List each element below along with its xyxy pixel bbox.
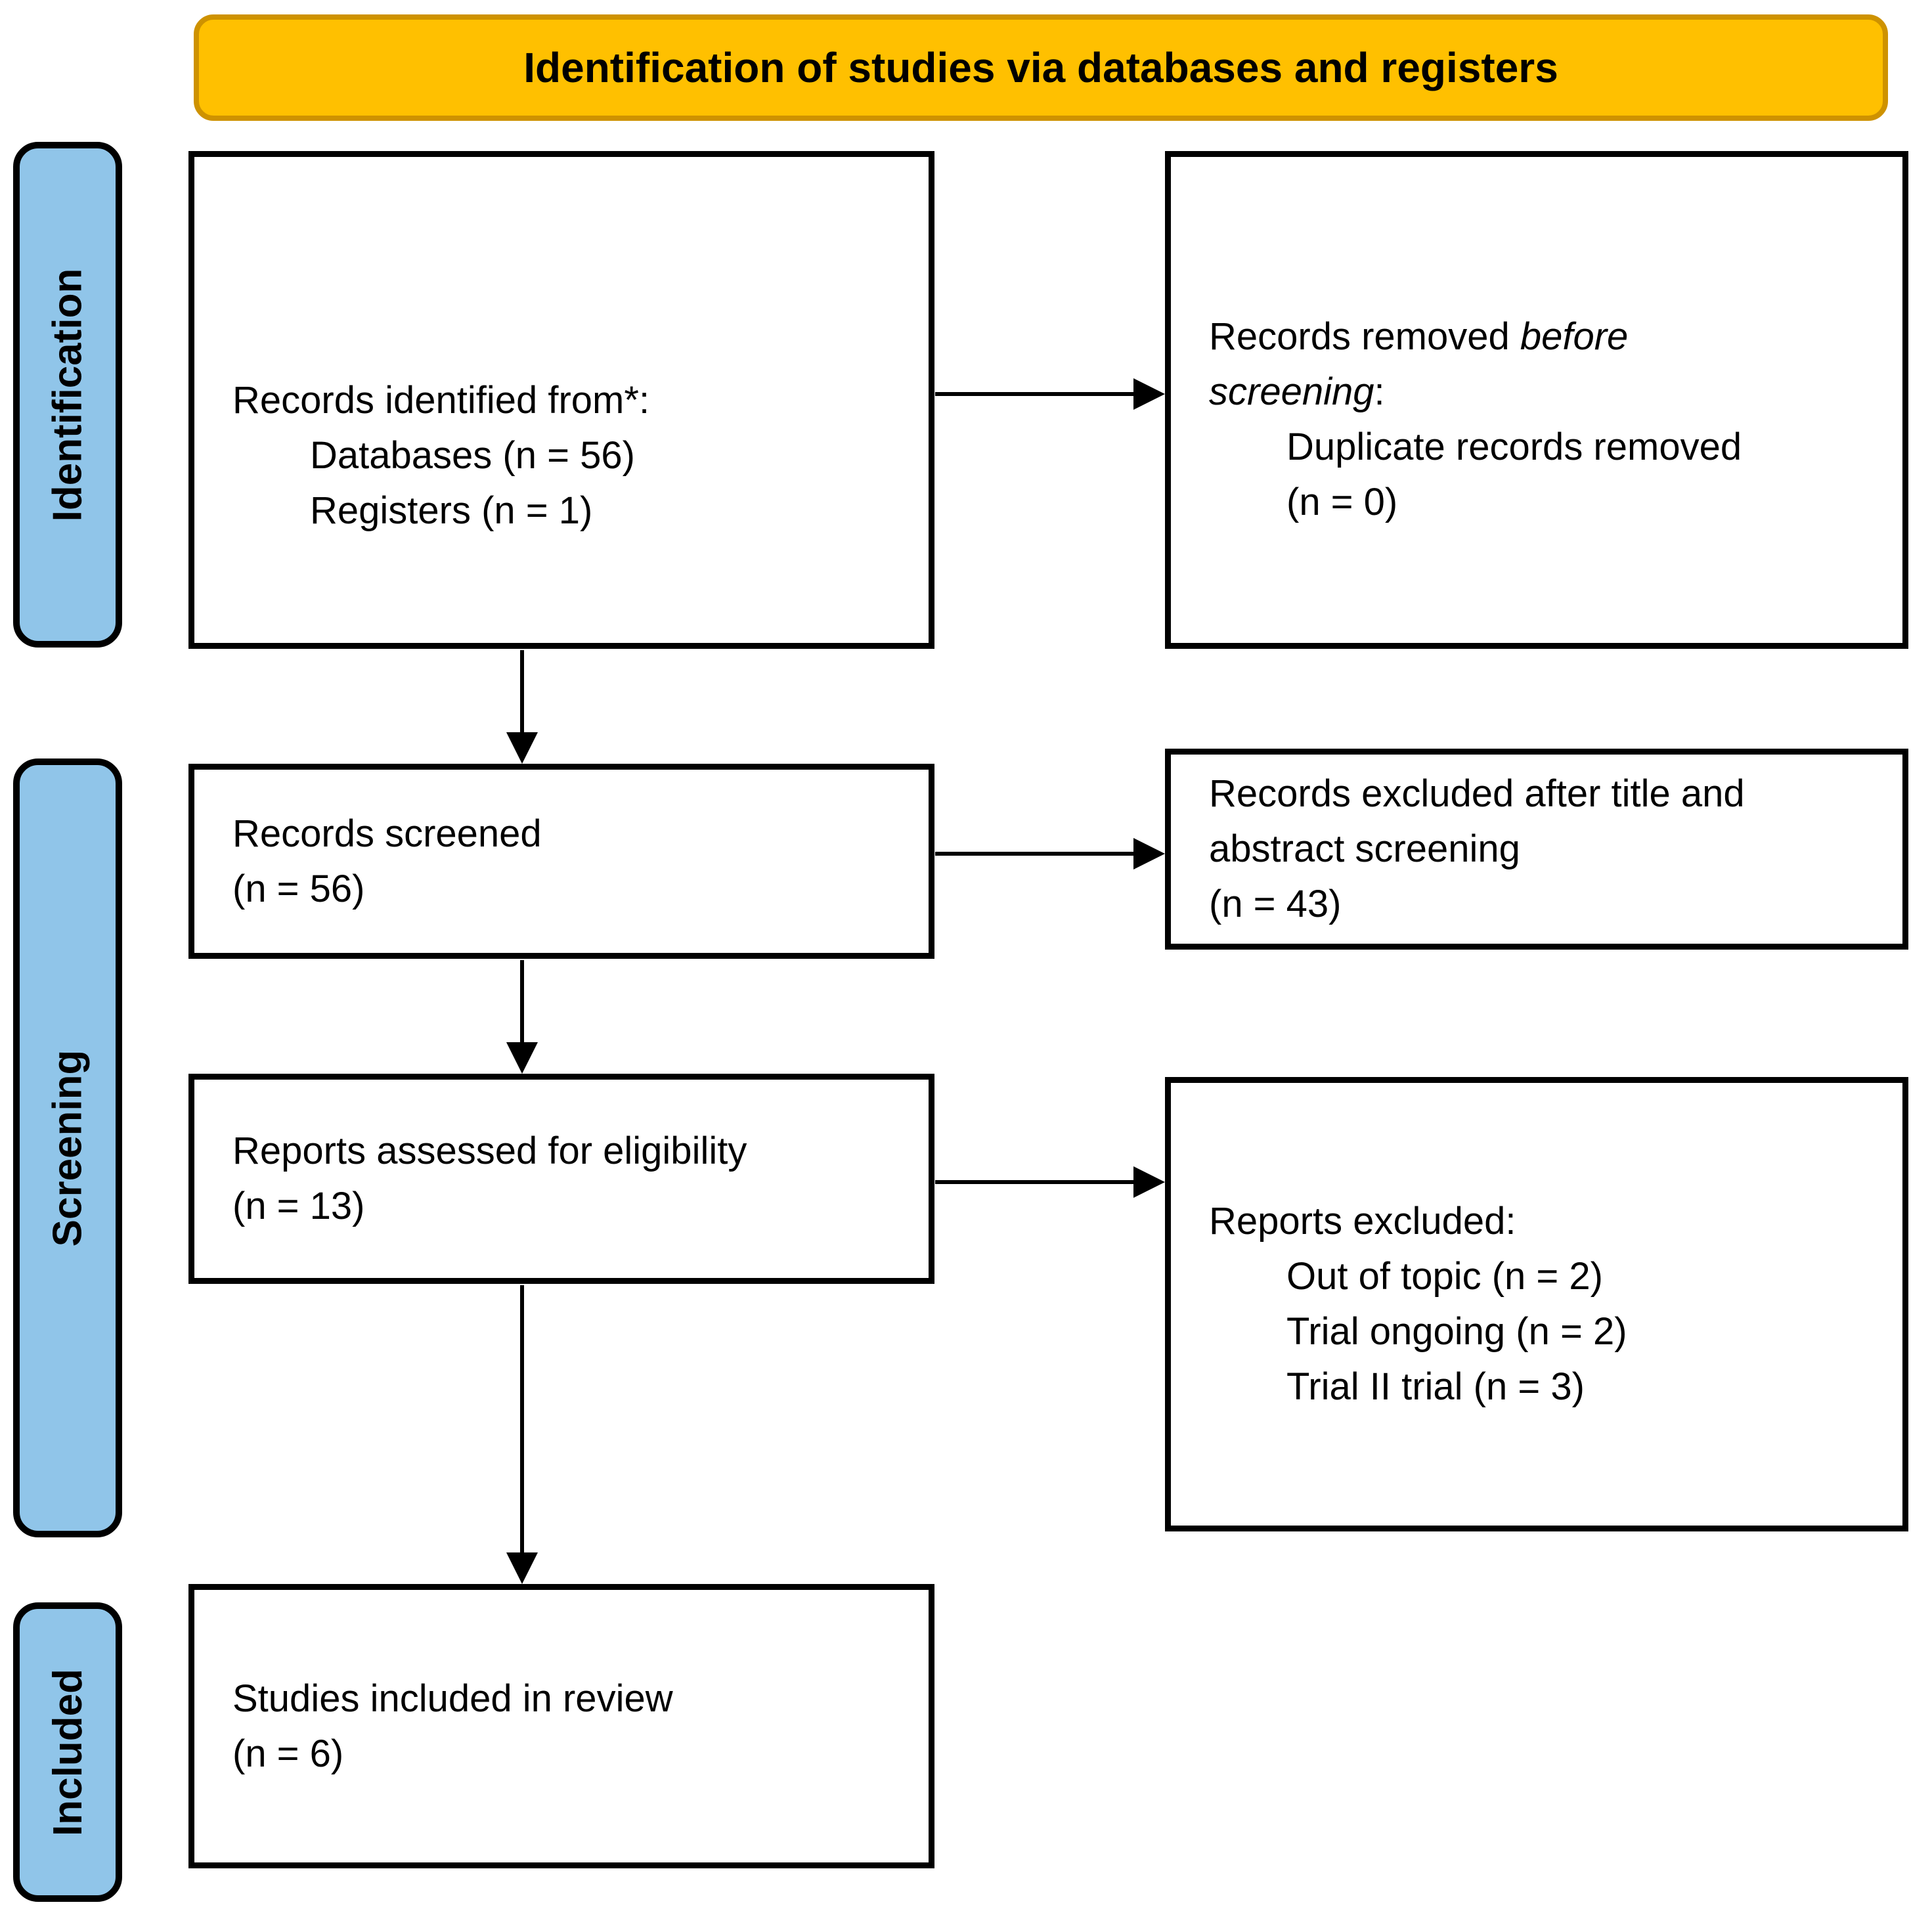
box-count: (n = 43) xyxy=(1209,883,1342,925)
arrow-head xyxy=(1133,1166,1165,1198)
box-title: screening: xyxy=(1209,364,1876,420)
stage-label-included: Included xyxy=(13,1602,122,1902)
arrow-head xyxy=(1133,838,1165,869)
stage-label-identification-text: Identification xyxy=(45,268,91,521)
banner-title: Identification of studies via databases … xyxy=(523,44,1558,91)
arrow-line xyxy=(520,1285,524,1552)
box-title: abstract screening xyxy=(1209,827,1520,870)
box-item: Duplicate records removed xyxy=(1286,426,1742,468)
box-reports-excluded: Reports excluded: Out of topic (n = 2) T… xyxy=(1165,1077,1908,1531)
box-item-count: (n = 0) xyxy=(1286,481,1398,523)
box-item: Trial II trial (n = 3) xyxy=(1286,1365,1585,1408)
box-title: Records identified from*: xyxy=(232,379,650,422)
box-count: (n = 56) xyxy=(232,867,365,910)
box-item: Out of topic (n = 2) xyxy=(1286,1255,1603,1298)
box-item: Trial ongoing (n = 2) xyxy=(1286,1310,1627,1353)
box-count: (n = 6) xyxy=(232,1732,344,1775)
arrow-line xyxy=(520,650,524,732)
box-title: Reports assessed for eligibility xyxy=(232,1130,747,1172)
arrow-line xyxy=(935,1180,1133,1184)
stage-label-screening: Screening xyxy=(13,759,122,1537)
box-reports-assessed: Reports assessed for eligibility (n = 13… xyxy=(188,1074,934,1284)
box-title: Records screened xyxy=(232,812,542,855)
box-title-italic: screening xyxy=(1209,370,1374,413)
box-item: Registers (n = 1) xyxy=(310,489,593,532)
box-records-excluded: Records excluded after title and abstrac… xyxy=(1165,749,1908,950)
arrow-head xyxy=(506,1552,538,1584)
arrow-head xyxy=(506,732,538,764)
arrow-line xyxy=(935,392,1133,396)
box-title-italic: before xyxy=(1520,315,1629,358)
box-title-text: : xyxy=(1374,370,1385,413)
stage-label-identification: Identification xyxy=(13,142,122,648)
box-count: (n = 13) xyxy=(232,1185,365,1227)
box-title: Reports excluded: xyxy=(1209,1200,1516,1242)
box-records-identified: Records identified from*: Databases (n =… xyxy=(188,151,934,649)
box-studies-included: Studies included in review (n = 6) xyxy=(188,1584,934,1868)
arrow-line xyxy=(935,852,1133,856)
arrow-line xyxy=(520,960,524,1042)
stage-label-screening-text: Screening xyxy=(45,1049,91,1246)
arrow-head xyxy=(1133,378,1165,410)
stage-label-included-text: Included xyxy=(45,1668,91,1836)
arrow-head xyxy=(506,1042,538,1074)
box-title: Studies included in review xyxy=(232,1677,673,1720)
banner: Identification of studies via databases … xyxy=(194,14,1888,121)
box-records-screened: Records screened (n = 56) xyxy=(188,764,934,959)
box-records-removed: Records removed before screening: Duplic… xyxy=(1165,151,1908,649)
box-item: Databases (n = 56) xyxy=(310,434,635,477)
box-title-text: Records removed xyxy=(1209,315,1520,358)
box-title: Records excluded after title and xyxy=(1209,772,1745,815)
box-title: Records removed before xyxy=(1209,309,1876,364)
